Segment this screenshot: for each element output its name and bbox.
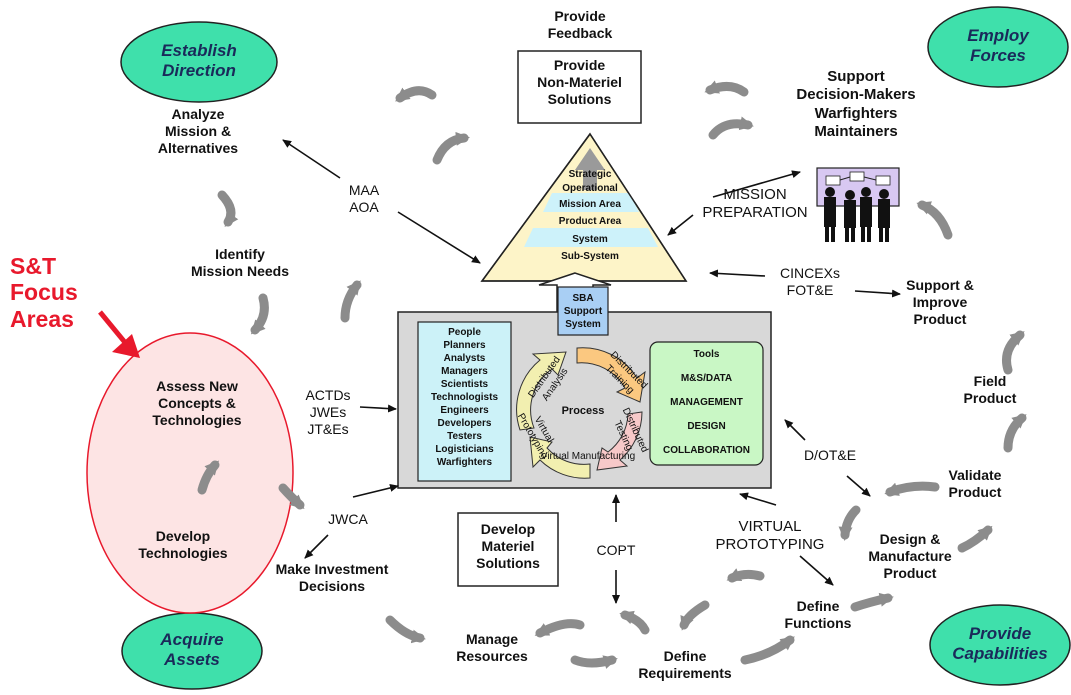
provide-feedback-label: Provide Feedback xyxy=(547,8,613,42)
pyramid-level-operational: Operational xyxy=(562,183,618,194)
people-item: Developers xyxy=(437,418,492,429)
establish-direction-label: Establish Direction xyxy=(161,41,237,81)
pyramid-level-strategic: Strategic xyxy=(568,169,612,180)
black-arrows xyxy=(282,139,901,604)
people-list: People Planners Analysts Managers Scient… xyxy=(418,326,511,469)
people-item: Logisticians xyxy=(435,444,494,455)
design-manufacture-label: Design & Manufacture Product xyxy=(868,531,952,582)
virtual-proto-label: VIRTUAL PROTOTYPING xyxy=(715,518,825,554)
support-decision-label: Support Decision-Makers Warfighters Main… xyxy=(796,68,916,140)
st-focus-arrow xyxy=(98,310,140,358)
field-product-label: Field Product xyxy=(963,373,1017,407)
define-requirements-label: Define Requirements xyxy=(638,648,732,682)
st-focus-oval xyxy=(86,332,294,614)
dot-e-label: D/OT&E xyxy=(803,447,857,463)
pyramid-level-mission-area: Mission Area xyxy=(559,199,621,210)
people-item: Managers xyxy=(441,366,488,377)
people-item: Engineers xyxy=(440,405,489,416)
tools-item: M&S/DATA xyxy=(680,373,733,384)
sba-support-box xyxy=(557,286,609,336)
validate-product-label: Validate Product xyxy=(948,467,1002,501)
define-functions-label: Define Functions xyxy=(784,598,852,632)
people-item: Testers xyxy=(447,431,482,442)
develop-tech-label: Develop Technologies xyxy=(138,528,228,562)
tools-item: DESIGN xyxy=(687,421,726,432)
employ-forces-oval xyxy=(927,6,1069,88)
st-focus-label: S&T Focus Areas xyxy=(10,253,78,332)
materiel-label: Develop Materiel Solutions xyxy=(476,521,540,572)
copt-label: COPT xyxy=(596,542,636,558)
pyramid-level-sub-system: Sub-System xyxy=(561,251,619,262)
maa-aoa-label: MAA AOA xyxy=(348,182,380,216)
employ-forces-label: Employ Forces xyxy=(967,26,1029,66)
tools-item: COLLABORATION xyxy=(662,445,751,456)
identify-needs-label: Identify Mission Needs xyxy=(190,246,290,280)
manage-resources-label: Manage Resources xyxy=(456,631,528,665)
non-materiel-box xyxy=(517,50,642,124)
tools-title: Tools xyxy=(693,349,720,360)
pyramid xyxy=(480,132,688,282)
assess-new-label: Assess New Concepts & Technologies xyxy=(152,378,242,429)
people-item: Scientists xyxy=(440,379,489,390)
mission-prep-label: MISSION PREPARATION xyxy=(702,186,808,222)
pyramid-level-product-area: Product Area xyxy=(558,216,622,227)
make-investment-label: Make Investment Decisions xyxy=(275,561,389,595)
establish-direction-oval xyxy=(120,21,278,103)
people-item: People xyxy=(448,327,481,338)
process-cycle xyxy=(516,347,646,479)
gray-arrows xyxy=(197,80,1027,669)
process-segment-manufacturing: Virtual Manufacturing xyxy=(540,451,636,462)
mission-preparation-scene xyxy=(816,167,900,242)
pyramid-level-system: System xyxy=(572,234,608,245)
acquire-assets-label: Acquire Assets xyxy=(160,630,224,670)
jwca-label: JWCA xyxy=(328,511,368,527)
provide-capabilities-label: Provide Capabilities xyxy=(952,624,1048,664)
people-item: Planners xyxy=(443,340,486,351)
materiel-box xyxy=(457,512,559,587)
people-item: Analysts xyxy=(443,353,486,364)
support-improve-label: Support & Improve Product xyxy=(906,277,974,328)
process-center-label: Process xyxy=(561,405,605,417)
non-materiel-label: Provide Non-Materiel Solutions xyxy=(537,57,622,108)
tools-box xyxy=(649,341,764,466)
tools-item: MANAGEMENT xyxy=(670,397,743,408)
actds-label: ACTDs JWEs JT&Es xyxy=(305,387,351,438)
sba-support-label: SBA Support System xyxy=(563,293,603,330)
analyze-mission-label: Analyze Mission & Alternatives xyxy=(157,106,239,157)
cincexs-label: CINCEXs FOT&E xyxy=(780,265,840,299)
people-item: Technologists xyxy=(430,392,499,403)
provide-capabilities-oval xyxy=(929,604,1071,686)
people-box xyxy=(417,321,512,482)
people-item: Warfighters xyxy=(436,457,493,468)
